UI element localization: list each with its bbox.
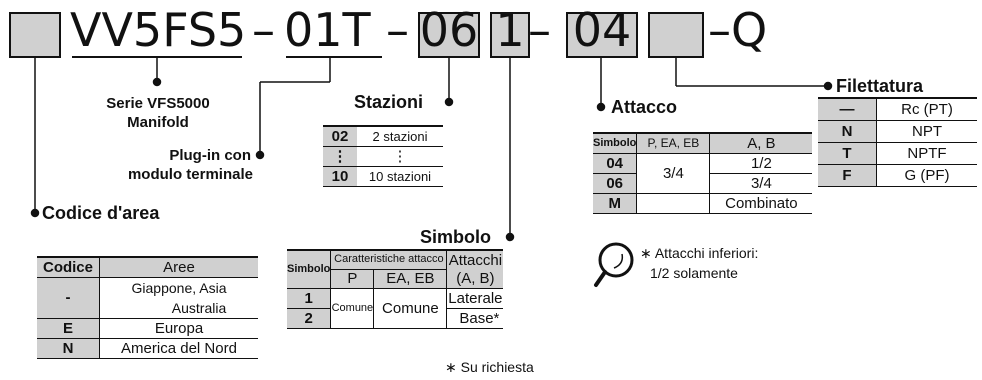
stations-cell: 2 stazioni [357, 125, 443, 147]
port-cell: 06 [593, 173, 638, 194]
dash-3: – [528, 3, 551, 57]
thread-cell: F [818, 164, 877, 187]
symbol-cell: 1 [287, 288, 332, 309]
stations-cell: 02 [323, 125, 357, 147]
port-header: P, EA, EB [636, 132, 711, 154]
port-cell: Combinato [709, 193, 813, 214]
symbol-box [490, 12, 530, 58]
dash-2: – [386, 3, 409, 57]
series-label-line2: Manifold [127, 114, 189, 131]
area-cell: America del Nord [99, 338, 258, 359]
symbol-table: Simbolo Caratteristiche attacco Attacchi… [287, 249, 504, 329]
thread-cell: T [818, 142, 877, 165]
area-cell: Europa [99, 318, 258, 339]
series-underline [72, 56, 242, 58]
on-request-note: ∗ Su richiesta [445, 359, 534, 375]
port-table: Simbolo P, EA, EB A, B 04 3/4 1/2 06 3/4… [593, 132, 813, 214]
port-header: Simbolo [593, 132, 638, 154]
symbol-header: Simbolo [287, 249, 332, 289]
symbol-cell: Comune [330, 288, 375, 329]
symbol-cell: Comune [373, 288, 448, 329]
magnifier-icon [594, 242, 634, 287]
thread-cell: NPTF [876, 142, 977, 165]
symbol-header: EA, EB [373, 269, 448, 289]
symbol-header: Attacchi [446, 249, 504, 269]
thread-box [648, 12, 704, 58]
port-box [566, 12, 638, 58]
port-cell: 3/4 [636, 153, 711, 194]
bottom-ports-line1: ∗ Attacchi inferiori: [640, 245, 759, 261]
stations-cell: ⋮ [323, 146, 357, 167]
port-cell: 3/4 [709, 173, 813, 194]
stations-code: 06 [419, 3, 479, 57]
area-cell: N [37, 338, 100, 359]
thread-table: — Rc (PT) N NPT T NPTF F G (PF) [818, 97, 977, 187]
symbol-header: (A, B) [446, 269, 504, 289]
stations-cell: 10 [323, 166, 357, 187]
area-code-box [9, 12, 61, 58]
dash-1: – [252, 3, 275, 57]
symbol-header: P [330, 269, 375, 289]
thread-cell: Rc (PT) [876, 97, 977, 121]
bottom-ports-note: ∗ Attacchi inferiori: 1/2 solamente [640, 243, 758, 283]
symbol-header: Caratteristiche attacco [330, 249, 448, 270]
plugin-label: Plug-in con modulo terminale [98, 146, 253, 184]
symbol-cell: Laterale [446, 288, 504, 309]
dash-q: –Q [708, 3, 768, 57]
port-cell: 04 [593, 153, 638, 174]
stations-cell: ⋮ [357, 146, 443, 167]
port-cell: M [593, 193, 638, 214]
thread-cell: N [818, 120, 877, 143]
port-title: Attacco [611, 97, 678, 117]
symbol-cell: Base* [446, 308, 504, 329]
area-cell: Giappone, Asia Australia [99, 277, 258, 319]
stations-table: 02 2 stazioni ⋮ ⋮ 10 10 stazioni [323, 125, 443, 187]
area-header: Codice [37, 256, 100, 278]
symbol-code: 1 [495, 3, 525, 57]
mounting-code: 01T [284, 3, 371, 57]
plugin-label-line1: Plug-in con [169, 147, 251, 164]
series-label: Serie VFS5000 Manifold [88, 94, 228, 132]
thread-cell: — [818, 97, 877, 121]
area-cell-line: Australia [171, 299, 227, 316]
stations-box [418, 12, 480, 58]
stations-cell: 10 stazioni [357, 166, 443, 187]
thread-cell: NPT [876, 120, 977, 143]
port-cell: 1/2 [709, 153, 813, 174]
series-code: VV5FS5 [70, 3, 247, 57]
thread-title: Filettatura [836, 76, 924, 96]
port-cell [636, 193, 711, 214]
area-header: Aree [99, 256, 258, 278]
series-label-line1: Serie VFS5000 [106, 95, 210, 112]
stations-title: Stazioni [354, 92, 424, 112]
area-cell: E [37, 318, 100, 339]
port-code: 04 [572, 3, 632, 57]
area-table: Codice Aree - Giappone, Asia Australia E… [37, 256, 258, 359]
symbol-cell: 2 [287, 308, 332, 329]
area-code-title: Codice d'area [42, 203, 160, 223]
thread-cell: G (PF) [876, 164, 977, 187]
area-cell: - [37, 277, 100, 319]
symbol-title: Simbolo [420, 227, 491, 247]
port-header: A, B [709, 132, 813, 154]
plugin-label-line2: modulo terminale [127, 166, 253, 183]
bottom-ports-line2: 1/2 solamente [650, 265, 738, 281]
area-cell-line: Giappone, Asia [131, 279, 227, 296]
mounting-underline [286, 56, 382, 58]
